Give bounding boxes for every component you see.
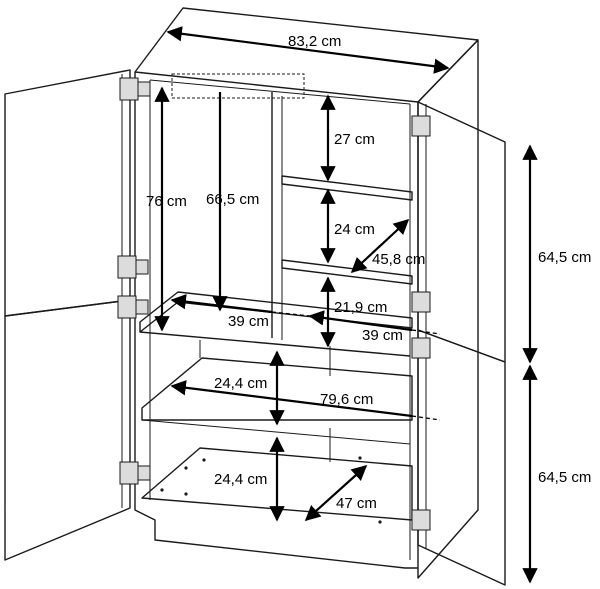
hanging-rail: [171, 73, 305, 99]
hinge-icon: [137, 81, 151, 97]
floor-hole: [160, 488, 164, 492]
label-lower-cubby-1: 24,4 cm: [214, 375, 267, 392]
label-shelf-depth-diag: 45,8 cm: [372, 251, 425, 268]
lower-shelf: [141, 357, 413, 421]
dim-shelf-depth-diag: [350, 218, 410, 274]
label-top-cubby: 27 cm: [334, 131, 375, 148]
floor-hole: [184, 466, 188, 470]
floor-hole: [184, 492, 188, 496]
hinge-icon: [135, 259, 149, 275]
dim-depth-left-dash: [271, 311, 311, 317]
left-doors: [4, 69, 131, 561]
left-lower-door: [4, 299, 131, 561]
hinges: [117, 77, 431, 531]
hinge-icon: [119, 461, 139, 485]
label-height-rail: 66,5 cm: [206, 191, 259, 208]
dim-bottom-depth: [304, 464, 368, 522]
dim-depth-right: [308, 310, 413, 332]
hinge-icon: [117, 255, 137, 279]
right-upper-door: [417, 101, 506, 363]
hinge-icon: [119, 77, 139, 101]
label-bottom-depth: 47 cm: [336, 495, 377, 512]
hinge-icon: [137, 465, 151, 481]
label-inner-width: 79,6 cm: [320, 391, 373, 408]
label-door-lower: 64,5 cm: [538, 469, 591, 486]
dim-inner-width-dash: [411, 415, 441, 421]
hinge-icon: [135, 299, 149, 315]
label-mid-cubby: 24 cm: [334, 221, 375, 238]
dim-inner-width: [170, 380, 413, 418]
dim-depth-left: [170, 294, 273, 314]
label-depth-right: 39 cm: [362, 327, 403, 344]
cabinet-top: [134, 7, 479, 103]
dim-overall-width: [166, 26, 450, 74]
right-doors: [417, 101, 506, 586]
hinge-icon: [411, 115, 431, 137]
label-depth-left: 39 cm: [228, 313, 269, 330]
lower-shelf-front: [141, 419, 411, 445]
floor-hole: [378, 520, 382, 524]
cabinet-front-left: [134, 72, 418, 569]
main-shelf-front: [139, 331, 411, 357]
shelf-right-1: [281, 175, 413, 201]
inner-back-top: [149, 79, 411, 105]
label-height-left: 76 cm: [146, 193, 187, 210]
dimension-lines: [154, 26, 538, 584]
hinge-icon: [411, 291, 431, 313]
label-door-upper: 64,5 cm: [538, 249, 591, 266]
floor-hole: [202, 458, 206, 462]
hinge-icon: [411, 509, 431, 531]
dim-depth-right-dash: [411, 329, 441, 335]
label-lower-cubby-2: 24,4 cm: [214, 471, 267, 488]
floor-hole: [358, 456, 362, 460]
hinge-icon: [411, 337, 431, 359]
label-overall-width: 83,2 cm: [288, 33, 341, 50]
left-upper-door: [4, 69, 131, 317]
dimension-labels: 83,2 cm 76 cm 66,5 cm 27 cm 24 cm 45,8 c…: [146, 33, 591, 512]
label-low-cubby: 21,9 cm: [334, 299, 387, 316]
hinge-icon: [117, 295, 137, 319]
cabinet-right-side: [417, 39, 479, 579]
right-lower-door: [417, 329, 506, 586]
